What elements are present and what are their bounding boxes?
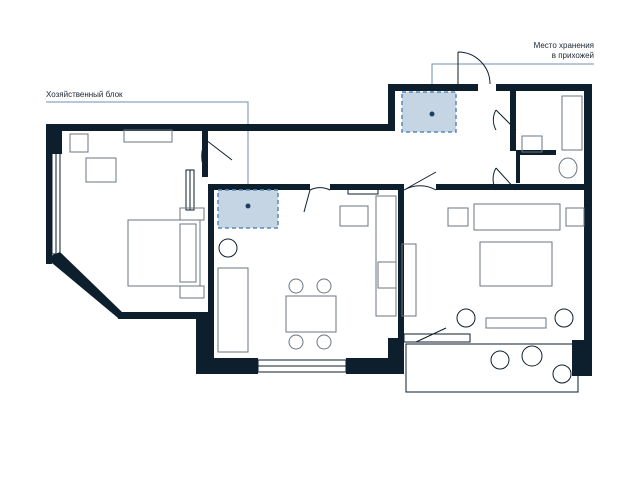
bed-nightstand-bottom — [179, 285, 205, 299]
bath-sink — [521, 135, 543, 153]
door-bath — [492, 109, 517, 131]
utility-block-area — [217, 189, 279, 229]
wall-wc-left — [516, 155, 520, 183]
wall-kitchen-top — [210, 184, 310, 190]
wall-bay-diagonal — [46, 252, 122, 318]
wall-bay-bottom — [118, 312, 202, 319]
door-bedroom — [201, 139, 233, 173]
dining-chair-1 — [288, 278, 304, 294]
wall-right-bottom — [572, 340, 592, 376]
plant-living-2 — [554, 308, 574, 328]
door-kitchen — [303, 187, 331, 213]
plants — [218, 238, 574, 328]
door-balcony — [415, 327, 447, 343]
kitchen-counter — [375, 195, 397, 317]
window-balcony-door — [403, 333, 471, 343]
living-rug — [479, 241, 553, 287]
wall-left — [46, 124, 52, 264]
desk — [123, 129, 173, 143]
wall-top-left — [46, 124, 204, 131]
living-sofa — [473, 203, 561, 231]
wall-top-mid — [204, 124, 390, 131]
wall-top-step — [388, 84, 395, 131]
door-living — [403, 171, 437, 191]
tv-console — [485, 317, 547, 329]
balcony-table — [521, 345, 543, 367]
utility-block-label: Хозяйственный блок — [46, 90, 123, 99]
toilet — [558, 157, 578, 179]
hall-storage-marker — [429, 111, 435, 117]
dining-chair-4 — [316, 334, 332, 350]
storage-label-line2: в прихожей — [551, 51, 594, 60]
wall-top-storage — [388, 84, 478, 91]
plant-kitchen — [218, 238, 238, 258]
balcony-chair-2 — [552, 364, 572, 384]
kitchen-sink — [339, 205, 369, 227]
door-wc — [492, 167, 517, 191]
sofa-kitchen — [217, 267, 249, 353]
storage-areas — [217, 91, 457, 229]
storage-callout-label: Место хранения в прихожей — [534, 41, 594, 61]
wall-bottom-stub — [388, 338, 404, 374]
balcony — [405, 343, 579, 393]
wardrobe-living — [401, 243, 417, 317]
stove — [377, 261, 397, 289]
plant-living-1 — [456, 308, 476, 328]
wall-bottom-mid — [346, 358, 394, 374]
wall-kitchen-top-r — [330, 184, 404, 190]
windows — [51, 133, 471, 373]
storage-label-line1: Место хранения — [533, 41, 594, 50]
window-kitchen-top — [347, 185, 379, 195]
utility-block-marker — [245, 203, 251, 209]
dining-chair-2 — [316, 278, 332, 294]
desk-chair — [85, 157, 117, 183]
wall-bedroom-right — [202, 131, 208, 177]
wall-hall-right — [436, 184, 584, 190]
wall-right — [584, 84, 592, 356]
dining-table — [285, 295, 337, 333]
utility-callout-line — [46, 101, 249, 206]
wall-top-right — [496, 84, 592, 91]
walls — [46, 84, 592, 376]
dining-chair-3 — [288, 334, 304, 350]
balcony-chair-1 — [490, 350, 510, 370]
door-entry — [457, 51, 491, 85]
wall-bath-left — [510, 91, 516, 151]
wall-bottom-left-block — [196, 358, 258, 374]
living-side-table-2 — [565, 207, 585, 227]
hall-storage-area — [401, 91, 457, 133]
balcony-outline — [405, 343, 579, 393]
wall-kitchen-left — [208, 184, 214, 374]
bed — [127, 219, 201, 287]
living-side-table-1 — [447, 207, 469, 227]
bed-nightstand-top — [179, 207, 205, 221]
doors — [201, 51, 517, 343]
armchair — [69, 133, 89, 153]
wall-kitchen-right — [398, 184, 404, 339]
furniture — [69, 95, 585, 353]
bathtub — [561, 95, 583, 151]
